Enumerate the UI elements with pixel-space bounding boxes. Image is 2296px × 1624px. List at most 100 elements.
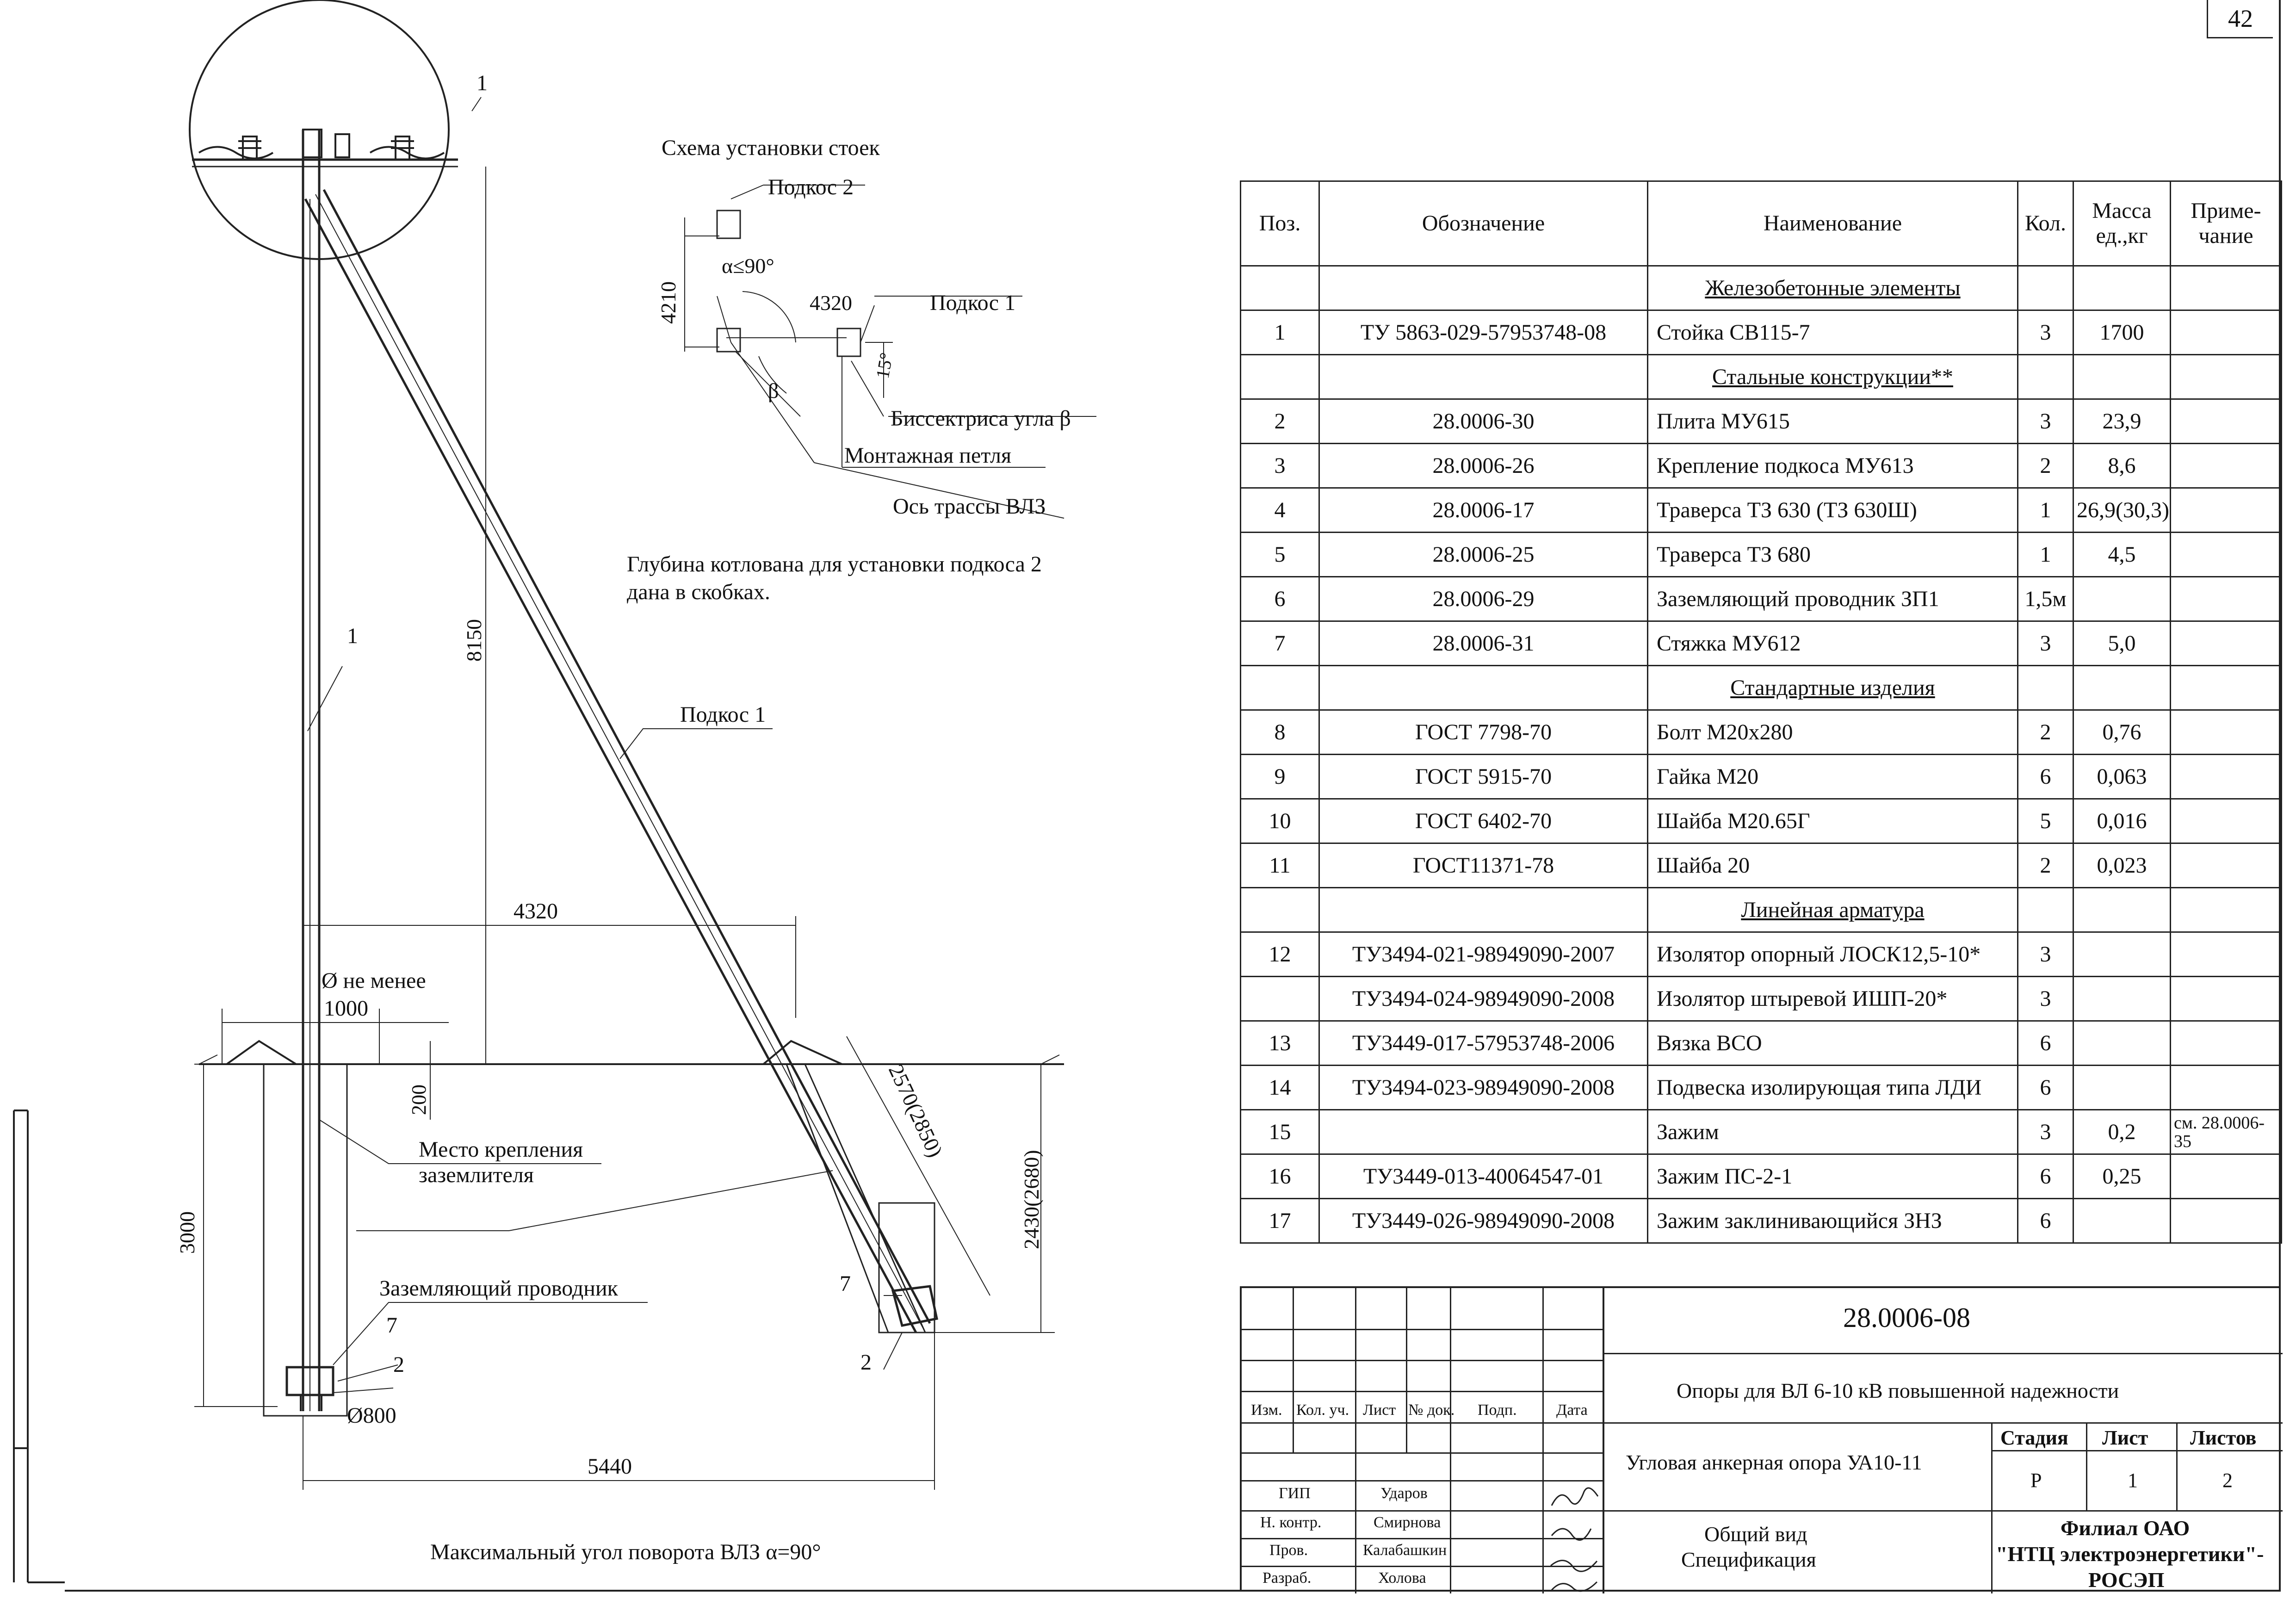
- cell-empty: [2017, 354, 2074, 400]
- content-1: Общий вид: [1704, 1522, 1807, 1546]
- name-nkontr: Смирнова: [1374, 1514, 1441, 1531]
- cell-name: Крепление подкоса МУ613: [1647, 443, 2018, 489]
- header-note: Приме-чание: [2170, 180, 2282, 267]
- role-razrab: Разраб.: [1262, 1569, 1312, 1587]
- header-pos: Поз.: [1240, 180, 1320, 267]
- table-header-row: Поз. Обозначение Наименование Кол. Масса…: [1240, 180, 2282, 267]
- cell-empty: [2017, 887, 2074, 933]
- cell-code: 28.0006-26: [1318, 443, 1648, 489]
- insulator-icon: [198, 129, 445, 161]
- cell-mass: 26,9(30,3): [2073, 487, 2171, 533]
- label-axis: Ось трассы ВЛЗ: [893, 494, 1046, 519]
- cell-code: ТУ3494-023-98949090-2008: [1318, 1065, 1648, 1110]
- section-title: Стандартные изделия: [1647, 665, 2018, 711]
- header-qty: Кол.: [2017, 180, 2074, 267]
- cell-name: Траверса ТЗ 630 (ТЗ 630Ш): [1647, 487, 2018, 533]
- stage-value: Р: [2030, 1469, 2042, 1492]
- section-row: Стандартные изделия: [1240, 665, 2282, 711]
- role-prov: Пров.: [1269, 1542, 1308, 1559]
- cell-name: Шайба 20: [1647, 843, 2018, 888]
- cell-code: ТУ3494-024-98949090-2008: [1318, 976, 1648, 1022]
- cell-empty: [2017, 665, 2074, 711]
- cell-qty: 2: [2017, 709, 2074, 755]
- cell-pos: 17: [1240, 1198, 1320, 1244]
- cell-empty: [1240, 265, 1320, 311]
- specification-table: Поз. Обозначение Наименование Кол. Масса…: [1240, 180, 2282, 1244]
- cell-pos: 15: [1240, 1109, 1320, 1155]
- cell-note: [2170, 798, 2282, 844]
- cell-note: см. 28.0006-35: [2170, 1109, 2282, 1155]
- cell-name: Зажим: [1647, 1109, 2018, 1155]
- section-title: Линейная арматура: [1647, 887, 2018, 933]
- dim-200: 200: [408, 1085, 430, 1115]
- cell-note: [2170, 843, 2282, 888]
- col-koluch: Кол. уч.: [1296, 1401, 1349, 1419]
- cell-name: Плита МУ615: [1647, 398, 2018, 444]
- role-gip: ГИП: [1279, 1485, 1311, 1502]
- cell-code: ГОСТ 7798-70: [1318, 709, 1648, 755]
- pos-1: 1: [347, 624, 358, 648]
- dim-4210: 4210: [656, 281, 680, 324]
- depth-note-2: дана в скобках.: [627, 580, 770, 604]
- cell-pos: 8: [1240, 709, 1320, 755]
- cell-pos: 7: [1240, 620, 1320, 666]
- cell-pos: 3: [1240, 443, 1320, 489]
- cell-note: [2170, 1020, 2282, 1066]
- col-list: Лист: [1363, 1401, 1396, 1419]
- label-angle15: 15°: [872, 351, 897, 380]
- cell-mass: 0,2: [2073, 1109, 2171, 1155]
- label-podkos2: Подкос 2: [768, 175, 854, 199]
- cell-name: Гайка М20: [1647, 754, 2018, 800]
- cell-note: [2170, 709, 2282, 755]
- cell-qty: 6: [2017, 754, 2074, 800]
- pos-1-top: 1: [477, 71, 488, 95]
- cell-name: Шайба М20.65Г: [1647, 798, 2018, 844]
- cell-empty: [1240, 665, 1320, 711]
- cell-empty: [1318, 265, 1648, 311]
- cell-note: [2170, 443, 2282, 489]
- cell-name: Зажим заклинивающийся ЗНЗ: [1647, 1198, 2018, 1244]
- cell-mass: [2073, 976, 2171, 1022]
- cell-mass: 0,023: [2073, 843, 2171, 888]
- cell-qty: 3: [2017, 310, 2074, 355]
- cell-mass: [2073, 576, 2171, 622]
- stage-label: Стадия: [2000, 1426, 2068, 1449]
- cell-pos: 12: [1240, 931, 1320, 977]
- cell-code: ТУ3449-026-98949090-2008: [1318, 1198, 1648, 1244]
- ground-place-2: заземлителя: [419, 1163, 534, 1187]
- label-beta: β: [768, 379, 779, 403]
- dim-2430: 2430(2680): [1020, 1150, 1043, 1249]
- cell-code: 28.0006-25: [1318, 532, 1648, 577]
- signatures: [1550, 1487, 1599, 1592]
- cell-qty: 1,5м: [2017, 576, 2074, 622]
- dim-8150: 8150: [462, 619, 486, 662]
- section-title: Стальные конструкции**: [1647, 354, 2018, 400]
- sheet-title: Угловая анкерная опора УА10-11: [1626, 1450, 1922, 1474]
- cell-note: [2170, 931, 2282, 977]
- cell-empty: [2073, 665, 2171, 711]
- cell-code: 28.0006-30: [1318, 398, 1648, 444]
- cell-note: [2170, 620, 2282, 666]
- cell-note: [2170, 1198, 2282, 1244]
- cell-note: [2170, 487, 2282, 533]
- cell-qty: 2: [2017, 843, 2074, 888]
- cell-pos: 6: [1240, 576, 1320, 622]
- title-block: 28.0006-08 Опоры для ВЛ 6-10 кВ повышенн…: [1240, 1286, 2283, 1593]
- cell-name: Зажим ПС-2-1: [1647, 1153, 2018, 1199]
- cell-mass: [2073, 1020, 2171, 1066]
- cell-qty: 3: [2017, 976, 2074, 1022]
- name-razrab: Холова: [1378, 1569, 1426, 1587]
- cell-name: Изолятор штыревой ИШП-20*: [1647, 976, 2018, 1022]
- cell-empty: [1318, 354, 1648, 400]
- cell-empty: [2017, 265, 2074, 311]
